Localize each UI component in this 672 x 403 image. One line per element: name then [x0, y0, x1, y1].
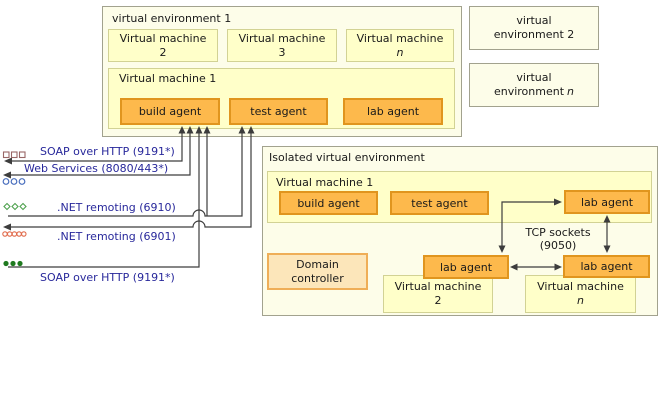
soap-http-bottom-label: SOAP over HTTP (9191*)	[40, 271, 175, 284]
virtual-environment-2-box: virtual environment 2	[469, 6, 599, 50]
lab-agent-isolated-vm1: lab agent	[564, 190, 650, 214]
web-services-label: Web Services (8080/443*)	[24, 162, 169, 175]
vmn-box: Virtual machine n	[346, 29, 454, 62]
vm3-label-line1: Virtual machine	[238, 31, 326, 45]
isolated-environment-title: Isolated virtual environment	[269, 151, 425, 164]
virtual-environment-n-line1: virtual	[516, 71, 552, 84]
lab-agent-isolated-vmn: lab agent	[563, 255, 650, 278]
isolated-vm2-line1: Virtual machine	[394, 280, 482, 293]
vm1-title: Virtual machine 1	[119, 72, 217, 85]
soap-http-bottom-icon	[3, 260, 23, 267]
isolated-vm2-line2: 2	[434, 294, 442, 307]
net-remoting-6901-connector	[3, 126, 255, 231]
vm3-label-line2: 3	[278, 45, 286, 59]
net-remoting-6901-label: .NET remoting (6901)	[57, 230, 176, 243]
vm3-box: Virtual machine 3	[227, 29, 337, 62]
soap-http-top-label: SOAP over HTTP (9191*)	[40, 145, 175, 158]
net-remoting-6910-icon	[3, 202, 27, 211]
isolated-vm1-title: Virtual machine 1	[276, 176, 374, 189]
tcp-sockets-label: TCP sockets (9050)	[506, 226, 610, 252]
domain-controller-line2: controller	[291, 271, 344, 285]
isolated-vm2-box: Virtual machine 2	[383, 275, 493, 313]
net-remoting-6910-label: .NET remoting (6910)	[57, 201, 176, 214]
virtual-environment-2-line1: virtual	[516, 14, 552, 27]
vm2-box: Virtual machine 2	[108, 29, 218, 62]
vm2-label-line2: 2	[159, 45, 167, 59]
vmn-label-line1: Virtual machine	[356, 31, 444, 45]
virtual-environment-2-line2: environment 2	[493, 28, 575, 41]
tcp-sockets-line1: TCP sockets	[525, 226, 591, 239]
test-agent-env1: test agent	[229, 98, 328, 125]
isolated-vmn-line2: n	[577, 294, 584, 307]
virtual-environment-1-title: virtual environment 1	[112, 12, 232, 25]
soap-http-top-icon	[2, 151, 26, 159]
web-services-icon	[2, 178, 26, 185]
domain-controller-line1: Domain	[296, 257, 339, 271]
lab-agent-isolated-vm2: lab agent	[423, 255, 509, 279]
build-agent-env1: build agent	[120, 98, 220, 125]
domain-controller-box: Domain controller	[267, 253, 368, 290]
isolated-vmn-line1: Virtual machine	[537, 280, 624, 293]
net-remoting-6901-icon	[2, 231, 27, 237]
lab-agent-env1: lab agent	[343, 98, 443, 125]
tcp-sockets-line2: (9050)	[539, 238, 577, 252]
vm2-label-line1: Virtual machine	[119, 31, 207, 45]
build-agent-isolated: build agent	[279, 191, 378, 215]
vmn-label-line2: n	[396, 45, 404, 59]
test-agent-isolated: test agent	[390, 191, 489, 215]
isolated-vmn-box: Virtual machine n	[525, 275, 636, 313]
